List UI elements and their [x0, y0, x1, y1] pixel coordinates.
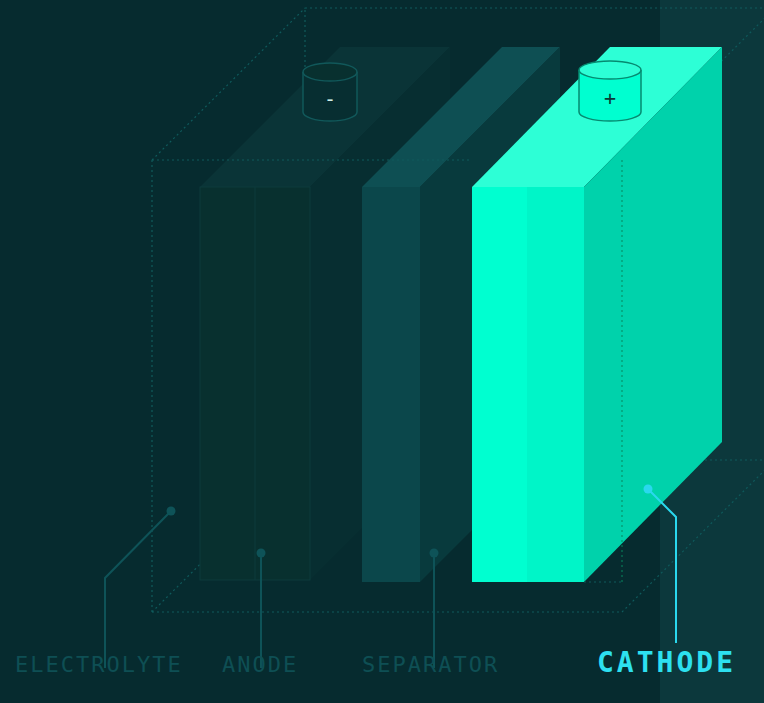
- part-label: ANODE: [222, 652, 298, 677]
- leader-dots: [167, 485, 653, 558]
- terminal-sign: -: [302, 62, 358, 109]
- part-label: CATHODE: [597, 646, 736, 679]
- part-label: SEPARATOR: [362, 652, 499, 677]
- electrolyte-box: [152, 8, 764, 612]
- terminal-sign: +: [578, 60, 642, 108]
- leader-lines: [105, 489, 676, 668]
- part-label: ELECTROLYTE: [15, 652, 183, 677]
- terminal-top: [579, 61, 641, 79]
- terminal: -: [302, 62, 358, 122]
- cathode-slab: [472, 47, 722, 582]
- electrolyte-box-front: [152, 160, 622, 612]
- terminal-top: [303, 63, 357, 81]
- terminal: +: [578, 60, 642, 122]
